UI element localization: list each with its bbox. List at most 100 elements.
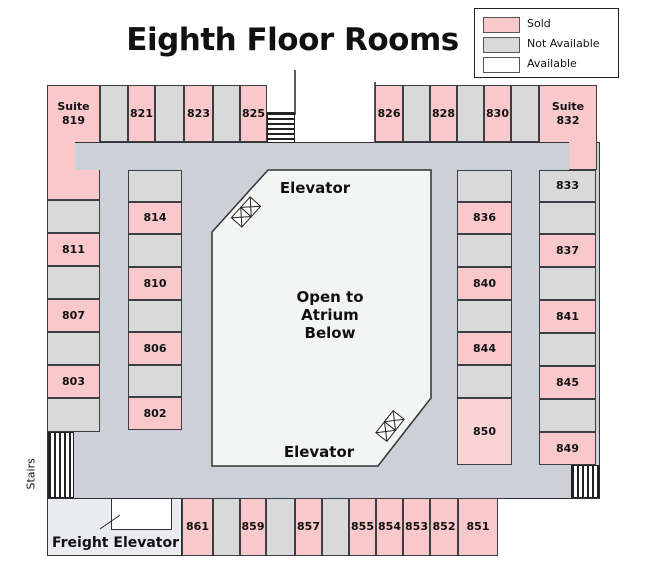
room-851[interactable]: 851	[458, 498, 498, 556]
room-number: 859	[241, 520, 265, 534]
room-unnumbered[interactable]	[457, 300, 512, 332]
room-number: 803	[62, 374, 85, 388]
room-852[interactable]: 852	[430, 498, 458, 556]
room-857[interactable]: 857	[295, 498, 322, 556]
room-unnumbered[interactable]	[539, 202, 596, 234]
room-number: Suite 819	[57, 100, 90, 127]
room-845[interactable]: 845	[539, 366, 596, 399]
room-837[interactable]: 837	[539, 234, 596, 267]
room-unnumbered[interactable]	[457, 170, 512, 202]
room-861[interactable]: 861	[182, 498, 213, 556]
room-number: 825	[242, 106, 265, 120]
room-number: 811	[62, 242, 85, 256]
room-828[interactable]: 828	[430, 85, 457, 142]
room-number: 830	[486, 106, 509, 120]
room-unnumbered[interactable]	[213, 85, 240, 142]
room-850[interactable]: 850	[457, 398, 512, 465]
room-unnumbered[interactable]	[155, 85, 184, 142]
room-number: 837	[556, 243, 579, 257]
room-unnumbered[interactable]	[47, 266, 100, 299]
room-814[interactable]: 814	[128, 202, 182, 234]
room-unnumbered[interactable]	[539, 333, 596, 366]
room-unnumbered[interactable]	[457, 365, 512, 398]
stairs-right	[571, 465, 600, 498]
room-number: 814	[143, 211, 167, 225]
freight-elevator: Freight Elevator	[47, 498, 182, 556]
freight-elevator-label: Freight Elevator	[51, 535, 180, 551]
room-unnumbered[interactable]	[266, 498, 295, 556]
room-unnumbered[interactable]	[539, 399, 596, 432]
room-840[interactable]: 840	[457, 267, 512, 300]
room-number: 807	[62, 308, 85, 322]
room-unnumbered[interactable]	[47, 398, 100, 432]
room-855[interactable]: 855	[349, 498, 376, 556]
page-title: Eighth Floor Rooms	[126, 22, 459, 58]
room-823[interactable]: 823	[184, 85, 213, 142]
elevator-label-bottom: Elevator	[283, 443, 355, 461]
room-unnumbered[interactable]	[403, 85, 430, 142]
room-number: 844	[473, 341, 496, 355]
room-unnumbered[interactable]	[47, 200, 100, 233]
room-811[interactable]: 811	[47, 233, 100, 266]
room-number: 821	[130, 106, 153, 120]
legend-swatch-sold	[483, 17, 520, 33]
room-854[interactable]: 854	[376, 498, 403, 556]
room-841[interactable]: 841	[539, 300, 596, 333]
room-807[interactable]: 807	[47, 299, 100, 332]
room-unnumbered[interactable]	[47, 332, 100, 365]
legend-swatch-not-available	[483, 37, 520, 53]
legend-label-sold: Sold	[527, 17, 551, 30]
room-number: 854	[378, 520, 401, 534]
elevator-icon	[230, 196, 262, 228]
room-unnumbered[interactable]	[511, 85, 539, 142]
elevator-label-top: Elevator	[279, 179, 351, 197]
stairs-left	[48, 432, 74, 498]
room-unnumbered[interactable]	[128, 365, 182, 397]
room-number: 840	[473, 276, 496, 290]
room-859[interactable]: 859	[240, 498, 266, 556]
room-unnumbered[interactable]	[128, 234, 182, 267]
room-826[interactable]: 826	[375, 85, 403, 142]
room-number: 853	[405, 520, 428, 534]
room-unnumbered[interactable]	[457, 85, 484, 142]
room-number: 833	[556, 179, 579, 193]
freight-elevator-car	[111, 498, 172, 530]
room-unnumbered[interactable]	[322, 498, 349, 556]
stairs-label: Stairs	[24, 458, 38, 490]
room-number: 823	[187, 106, 210, 120]
legend-label-not-available: Not Available	[527, 37, 600, 50]
room-number: 850	[473, 424, 496, 438]
room-825[interactable]: 825	[240, 85, 267, 142]
room-number: 828	[432, 106, 455, 120]
room-number: 852	[432, 520, 456, 534]
room-821[interactable]: 821	[128, 85, 155, 142]
stairs-top	[267, 112, 295, 143]
room-unnumbered[interactable]	[539, 267, 596, 300]
room-unnumbered[interactable]	[457, 234, 512, 267]
room-810[interactable]: 810	[128, 267, 182, 300]
room-unnumbered[interactable]	[213, 498, 240, 556]
room-833[interactable]: 833	[539, 170, 596, 202]
room-849[interactable]: 849	[539, 432, 596, 465]
room-number: 826	[377, 106, 401, 120]
room-836[interactable]: 836	[457, 202, 512, 234]
atrium-label: Open to Atrium Below	[296, 288, 364, 342]
room-unnumbered[interactable]	[128, 300, 182, 332]
room-802[interactable]: 802	[128, 397, 182, 430]
legend-swatch-available	[483, 57, 520, 73]
room-number: 841	[556, 309, 579, 323]
room-number: 845	[556, 375, 579, 389]
room-unnumbered[interactable]	[128, 170, 182, 202]
room-803[interactable]: 803	[47, 365, 100, 398]
room-844[interactable]: 844	[457, 332, 512, 365]
room-number: 802	[143, 406, 167, 420]
room-853[interactable]: 853	[403, 498, 430, 556]
legend: Sold Not Available Available	[474, 8, 619, 78]
room-number: Suite 832	[551, 100, 585, 127]
room-unnumbered[interactable]	[100, 85, 128, 142]
room-830[interactable]: 830	[484, 85, 511, 142]
room-number: 857	[297, 520, 320, 534]
room-806[interactable]: 806	[128, 332, 182, 365]
